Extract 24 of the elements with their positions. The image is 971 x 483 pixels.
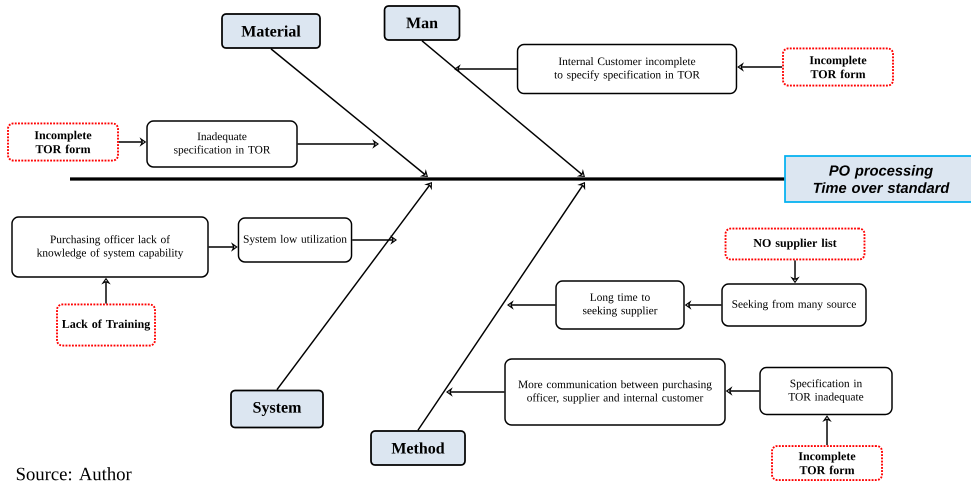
cause-box: Long time to seeking supplier — [555, 280, 685, 330]
category-box: System — [230, 390, 324, 428]
root-cause-box: Lack of Training — [56, 304, 156, 346]
root-cause-box: Incomplete TOR form — [782, 48, 894, 86]
cause-box: Purchasing officer lack of knowledge of system capability — [11, 216, 209, 278]
cause-box: More communication between purchasing officer, supplier and internal customer — [504, 358, 726, 426]
root-cause-box: Incomplete TOR form — [771, 445, 883, 481]
effect-box: PO processing Time over standard — [784, 155, 971, 203]
category-box: Material — [221, 13, 321, 49]
arrow — [422, 40, 585, 177]
arrow — [276, 182, 432, 390]
arrow — [270, 48, 428, 177]
cause-box: Inadequate specification in TOR — [146, 120, 298, 168]
cause-box: System low utilization — [238, 217, 352, 263]
spine-line — [70, 177, 784, 181]
arrow — [417, 182, 586, 431]
cause-box: Specification in TOR inadequate — [759, 366, 893, 416]
category-box: Method — [370, 430, 466, 466]
root-cause-box: NO supplier list — [724, 228, 866, 260]
category-box: Man — [384, 5, 460, 41]
root-cause-box: Incomplete TOR form — [7, 122, 119, 162]
source-note: Source: Author — [16, 467, 132, 480]
cause-box: Seeking from many source — [721, 283, 867, 327]
cause-box: Internal Customer incomplete to specify specification in TOR — [516, 44, 738, 94]
